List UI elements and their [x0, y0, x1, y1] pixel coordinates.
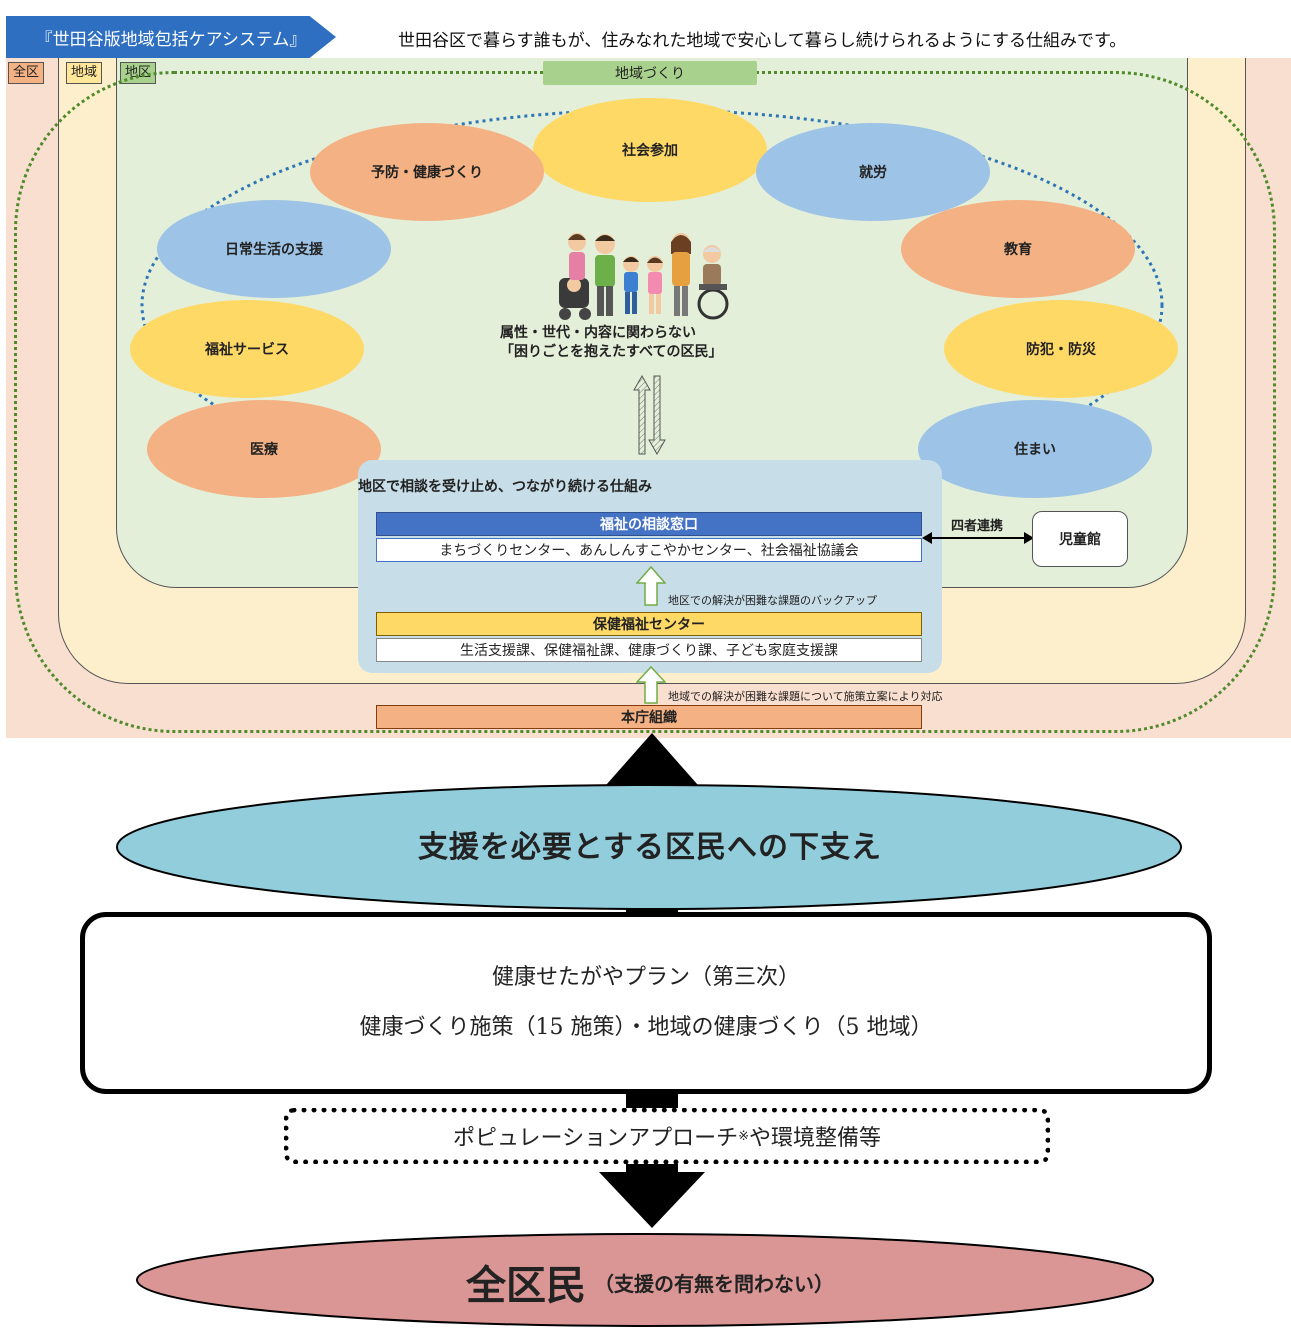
consultation-window-members: まちづくりセンター、あんしんすこやかセンター、社会福祉協議会 — [376, 538, 922, 562]
system-title-text: 『世田谷版地域包括ケアシステム』 — [35, 29, 307, 50]
system-title-tag: 『世田谷版地域包括ケアシステム』 — [6, 16, 336, 58]
item-medical: 医療 — [147, 400, 381, 498]
system-description: 世田谷区で暮らす誰もが、住みなれた地域で安心して暮らし続けられるようにする仕組み… — [398, 31, 1127, 51]
health-plan-measures: 健康づくり施策（15 施策）・地域の健康づくり（5 地域） — [359, 1015, 933, 1040]
health-plan-box: 健康せたがやプラン（第三次） 健康づくり施策（15 施策）・地域の健康づくり（5… — [80, 912, 1212, 1094]
support-ellipse — [116, 784, 1182, 910]
health-welfare-center-members: 生活支援課、保健福祉課、健康づくり課、子ども家庭支援課 — [376, 638, 922, 662]
population-approach-suffix: や環境整備等 — [749, 1126, 882, 1151]
footnote-mark: ※ — [738, 1128, 749, 1144]
item-social-participation: 社会参加 — [533, 98, 767, 202]
item-daily-life-support: 日常生活の支援 — [157, 200, 391, 298]
head-office-organization: 本庁組織 — [376, 705, 922, 729]
label-zenku: 全区 — [8, 62, 45, 84]
label-chiiki: 地域 — [66, 62, 103, 84]
residents-illustration — [559, 233, 729, 320]
welfare-consultation-window: 福祉の相談窓口 — [376, 512, 922, 536]
residents-caption: 属性・世代・内容に関わらない 「困りごとを抱えたすべての区民」 — [500, 324, 790, 362]
community-building-label: 地域づくり — [543, 61, 757, 85]
health-welfare-center: 保健福祉センター — [376, 612, 922, 636]
population-approach-text: ポピュレーションアプローチ — [452, 1126, 739, 1151]
item-crime-disaster-prevention: 防犯・防災 — [944, 300, 1178, 398]
all-residents-sub: （支援の有無を問わない） — [594, 1271, 834, 1296]
all-residents-label: 全区民 （支援の有無を問わない） — [300, 1253, 1000, 1311]
consultation-title: 地区で相談を受け止め、つながり続ける仕組み — [358, 479, 652, 495]
up-arrow-icon — [636, 666, 666, 704]
all-residents-main: 全区民 — [466, 1263, 586, 1309]
item-employment: 就労 — [756, 123, 990, 221]
up-arrow-icon — [636, 566, 666, 606]
bidirectional-arrow — [633, 374, 666, 456]
consultation-panel — [358, 460, 942, 673]
population-approach-box: ポピュレーションアプローチ※や環境整備等 — [284, 1108, 1050, 1164]
item-welfare-service: 福祉サービス — [130, 300, 364, 398]
policy-note: 地域での解決が困難な課題について施策立案により対応 — [668, 690, 943, 703]
item-prevention-health: 予防・健康づくり — [310, 123, 544, 221]
double-arrow-icon — [922, 532, 1034, 544]
four-party-cooperation-label: 四者連携 — [950, 519, 1003, 534]
residents-caption-line2: 「困りごとを抱えたすべての区民」 — [500, 344, 723, 360]
backup-note: 地区での解決が困難な課題のバックアップ — [668, 594, 877, 607]
health-plan-title: 健康せたがやプラン（第三次） — [491, 965, 800, 990]
childrens-hall-box: 児童館 — [1032, 511, 1128, 567]
support-ellipse-text: 支援を必要とする区民への下支え — [417, 830, 883, 865]
item-housing: 住まい — [918, 400, 1152, 498]
residents-caption-line1: 属性・世代・内容に関わらない — [500, 325, 696, 341]
item-education: 教育 — [901, 200, 1135, 298]
